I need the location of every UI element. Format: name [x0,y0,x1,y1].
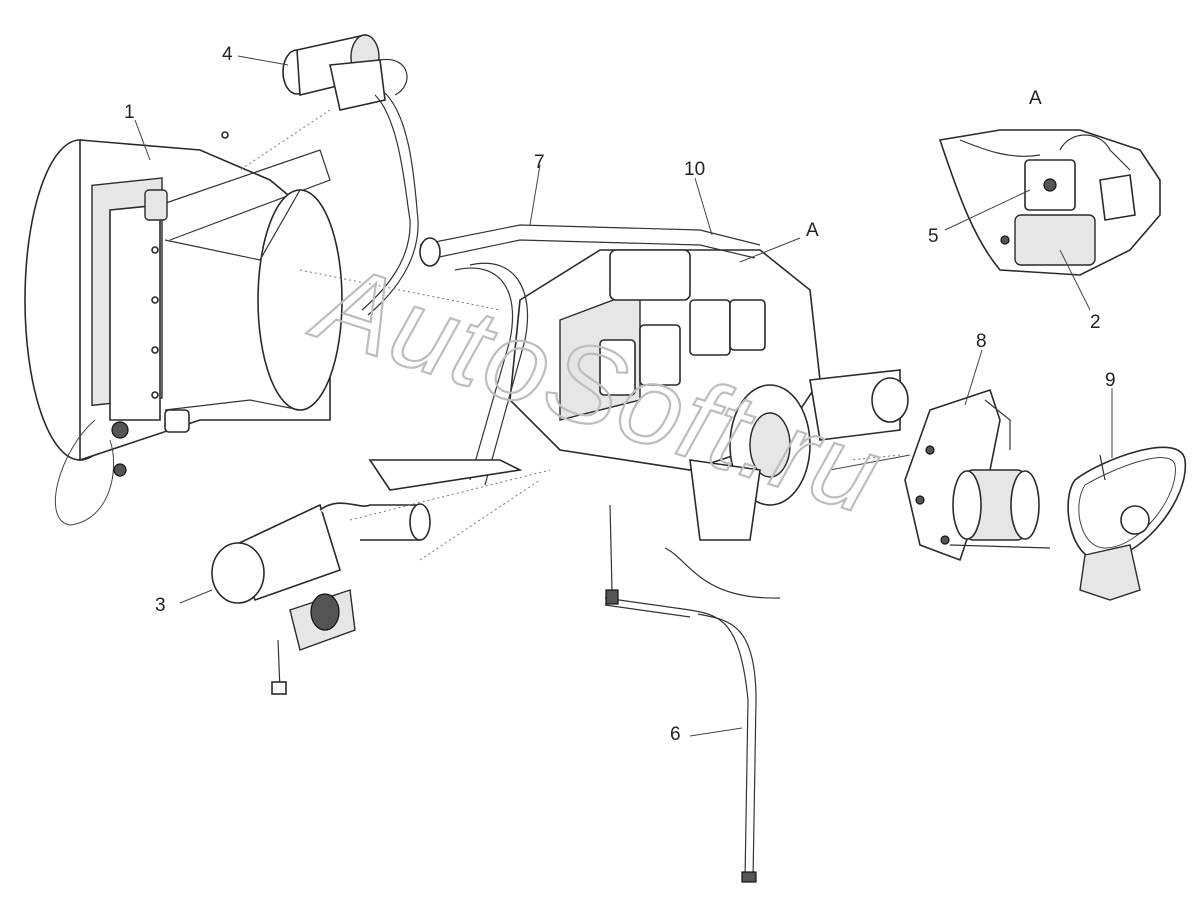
callout-7: 7 [534,152,545,173]
assembly-lines [239,109,901,561]
callout-9: 9 [1105,370,1116,391]
detail-a-title: A [1029,88,1042,109]
callout-8: 8 [976,331,987,352]
pipe-assembly [604,504,781,883]
callout-6: 6 [670,724,681,745]
radiator-assembly [24,131,343,526]
muffler-assembly [211,502,431,695]
leader-lines [134,55,1113,737]
detail-view-a [938,129,1161,276]
air-filter-unit [282,34,419,316]
callout-4: 4 [222,44,233,65]
callout-1: 1 [124,102,135,123]
engine-block [368,224,911,541]
pulley-housing [904,388,1051,562]
belt-assembly [1067,446,1187,601]
callout-10: 10 [684,159,705,180]
callout-2: 2 [1090,312,1101,333]
callout-a: A [806,220,819,241]
callout-5: 5 [928,226,939,247]
callout-3: 3 [155,595,166,616]
